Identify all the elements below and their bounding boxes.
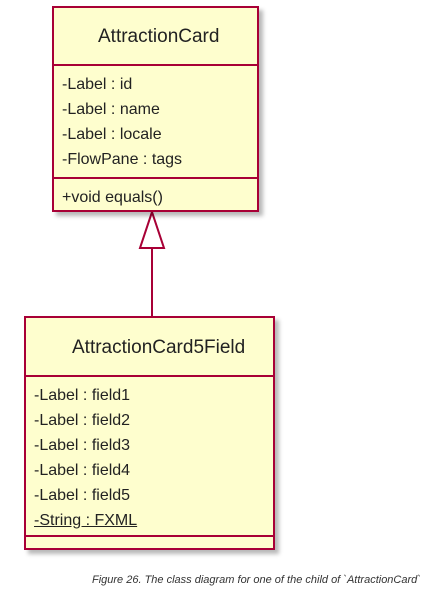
class-name: AttractionCard: [54, 8, 257, 66]
attribute: -Label : locale: [62, 126, 162, 143]
class-name: AttractionCard5Field: [26, 318, 273, 377]
attribute: -Label : field4: [34, 462, 131, 479]
attribute: -Label : name: [62, 101, 160, 118]
figure-caption: Figure 26. The class diagram for one of …: [92, 574, 421, 586]
attribute: -Label : field3: [34, 437, 131, 454]
attribute: -Label : field5: [34, 487, 131, 504]
attribute: -Label : field1: [34, 387, 131, 404]
methods-compartment: [26, 537, 273, 548]
attribute: -FlowPane : tags: [62, 151, 183, 168]
methods-compartment: +void equals(): [54, 179, 257, 212]
attribute: -Label : id: [62, 76, 133, 93]
attributes-compartment: -Label : id -Label : name -Label : local…: [54, 66, 257, 179]
attribute: -Label : field2: [34, 412, 131, 429]
static-attribute: -String : FXML: [34, 512, 138, 529]
class-attraction-card-5-field: AttractionCard5Field -Label : field1 -La…: [24, 316, 275, 550]
method: +void equals(): [62, 189, 163, 206]
inheritance-arrowhead: [138, 208, 166, 249]
class-attraction-card: AttractionCard -Label : id -Label : name…: [52, 6, 259, 212]
attributes-compartment: -Label : field1 -Label : field2 -Label :…: [26, 377, 273, 537]
